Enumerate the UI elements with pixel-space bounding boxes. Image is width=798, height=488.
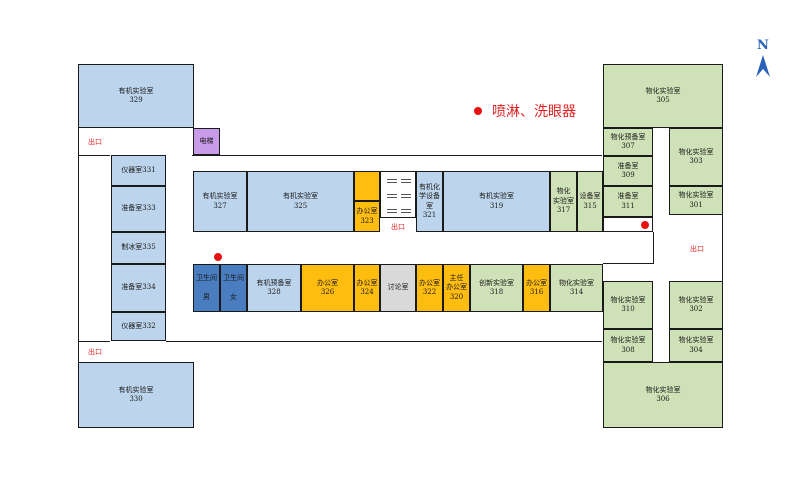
room-314: 物化实验室 314 bbox=[550, 264, 603, 312]
room-303: 物化实验室 303 bbox=[669, 128, 723, 186]
restroom-male: 卫生间 男 bbox=[193, 264, 220, 312]
stair-step bbox=[387, 179, 397, 180]
wall-main-top bbox=[192, 155, 602, 156]
elevator: 电梯 bbox=[193, 128, 220, 155]
eyewash-marker bbox=[214, 253, 222, 261]
room-329: 有机实验室 329 bbox=[78, 64, 194, 128]
wall-left-corridor bbox=[78, 155, 79, 341]
room-324: 办公室 324 bbox=[354, 264, 380, 312]
room-308: 物化实验室 308 bbox=[603, 329, 653, 362]
restroom-female: 卫生间 女 bbox=[220, 264, 247, 312]
exit-west-top: 出口 bbox=[88, 138, 102, 146]
wall-corridor-top-right bbox=[603, 263, 653, 264]
eyewash-marker bbox=[641, 221, 649, 229]
room-335: 制冰室335 bbox=[111, 232, 166, 264]
north-arrow: N bbox=[753, 38, 773, 79]
room-305: 物化实验室 305 bbox=[603, 64, 723, 128]
room-325: 有机实验室 325 bbox=[247, 171, 354, 232]
room-331: 仪器室331 bbox=[111, 155, 166, 186]
room-311: 准备室 311 bbox=[603, 186, 653, 217]
stair-step bbox=[387, 194, 397, 195]
legend-label: 喷淋、洗眼器 bbox=[492, 104, 576, 120]
room-310: 物化实验室 310 bbox=[603, 281, 653, 329]
room-309: 准备室 309 bbox=[603, 156, 653, 186]
wall-left-lower bbox=[78, 341, 79, 362]
legend-marker-icon bbox=[474, 107, 482, 115]
wall-left-upper bbox=[78, 128, 79, 155]
stair-step bbox=[401, 212, 411, 213]
room-315: 设备室 315 bbox=[577, 171, 603, 232]
room-322: 办公室 322 bbox=[416, 264, 443, 312]
room-327: 有机实验室 327 bbox=[193, 171, 247, 232]
stair-step bbox=[401, 209, 411, 210]
room-318: 创新实验室 318 bbox=[470, 264, 523, 312]
exit-east: 出口 bbox=[690, 245, 704, 253]
stair-step bbox=[401, 179, 411, 180]
stair-step bbox=[401, 182, 411, 183]
wall-lower-link bbox=[166, 341, 193, 342]
room-306: 物化实验室 306 bbox=[603, 362, 723, 428]
legend: 喷淋、洗眼器 bbox=[474, 101, 576, 121]
room-323: 办公室 323 bbox=[354, 201, 380, 232]
wall-main-bottom bbox=[192, 341, 602, 342]
room-328: 有机预备室 328 bbox=[247, 264, 301, 312]
corridor-niche bbox=[603, 217, 653, 232]
room-321: 有机化 学设备 室 321 bbox=[416, 171, 443, 232]
wall-corridor-right-edge bbox=[653, 232, 654, 264]
room-319: 有机实验室 319 bbox=[443, 171, 550, 232]
stair-step bbox=[387, 182, 397, 183]
room-316: 办公室 316 bbox=[523, 264, 550, 312]
stairwell bbox=[380, 171, 416, 218]
north-label: N bbox=[757, 38, 769, 53]
wall-bottom-corridor-left bbox=[78, 341, 110, 342]
exit-west-bottom: 出口 bbox=[88, 348, 102, 356]
room-304: 物化实验室 304 bbox=[669, 329, 723, 362]
room-330: 有机实验室 330 bbox=[78, 362, 194, 428]
room-discussion: 讨论室 bbox=[380, 264, 416, 312]
room-301: 物化实验室 301 bbox=[669, 186, 723, 215]
room-334: 准备室334 bbox=[111, 264, 166, 312]
room-317: 物化 实验室 317 bbox=[550, 171, 577, 232]
room-320: 主任 办公室 320 bbox=[443, 264, 470, 312]
room-307: 物化预备室 307 bbox=[603, 128, 653, 156]
exit-center: 出口 bbox=[391, 223, 405, 231]
stair-step bbox=[387, 197, 397, 198]
stair-step bbox=[401, 194, 411, 195]
wall-right-corridor bbox=[722, 215, 723, 281]
room-333: 准备室333 bbox=[111, 186, 166, 232]
stair-step bbox=[401, 197, 411, 198]
room-326: 办公室 326 bbox=[301, 264, 354, 312]
wall-top-corridor-left bbox=[78, 155, 110, 156]
north-arrow-icon bbox=[756, 55, 770, 77]
room-302: 物化实验室 302 bbox=[669, 281, 723, 329]
room-332: 仪器室332 bbox=[111, 312, 166, 341]
wall-lower-junction bbox=[78, 362, 194, 363]
room-323-upper bbox=[354, 171, 380, 201]
stair-step bbox=[387, 212, 397, 213]
stair-step bbox=[387, 209, 397, 210]
